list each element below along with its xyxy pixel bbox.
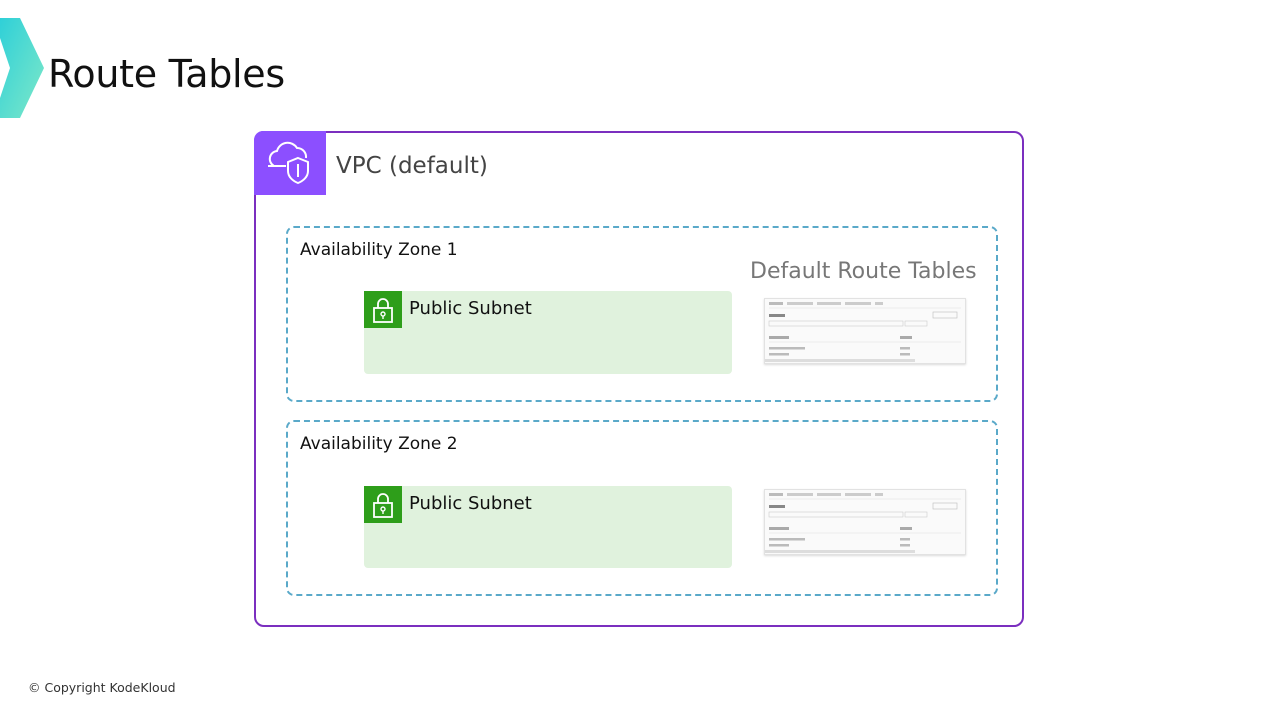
subnet-label: Public Subnet	[409, 493, 532, 514]
az-label: Availability Zone 2	[300, 434, 458, 454]
public-subnet-2: Public Subnet	[364, 486, 732, 568]
route-tables-heading: Default Route Tables	[750, 259, 977, 284]
kodekloud-logo-icon	[0, 18, 44, 118]
page-title: Route Tables	[48, 52, 285, 96]
vpc-container: VPC (default) Availability Zone 1 Public…	[254, 131, 1024, 627]
cloud-shield-icon	[254, 131, 326, 195]
availability-zone-2: Availability Zone 2 Public Subnet	[286, 420, 998, 596]
route-table-screenshot	[764, 298, 966, 364]
copyright-text: © Copyright KodeKloud	[28, 680, 176, 695]
lock-icon	[364, 291, 402, 328]
public-subnet-1: Public Subnet	[364, 291, 732, 374]
az-label: Availability Zone 1	[300, 240, 458, 260]
vpc-label: VPC (default)	[336, 153, 488, 179]
subnet-label: Public Subnet	[409, 298, 532, 319]
lock-icon	[364, 486, 402, 523]
route-table-screenshot	[764, 489, 966, 555]
availability-zone-1: Availability Zone 1 Public Subnet Defaul…	[286, 226, 998, 402]
